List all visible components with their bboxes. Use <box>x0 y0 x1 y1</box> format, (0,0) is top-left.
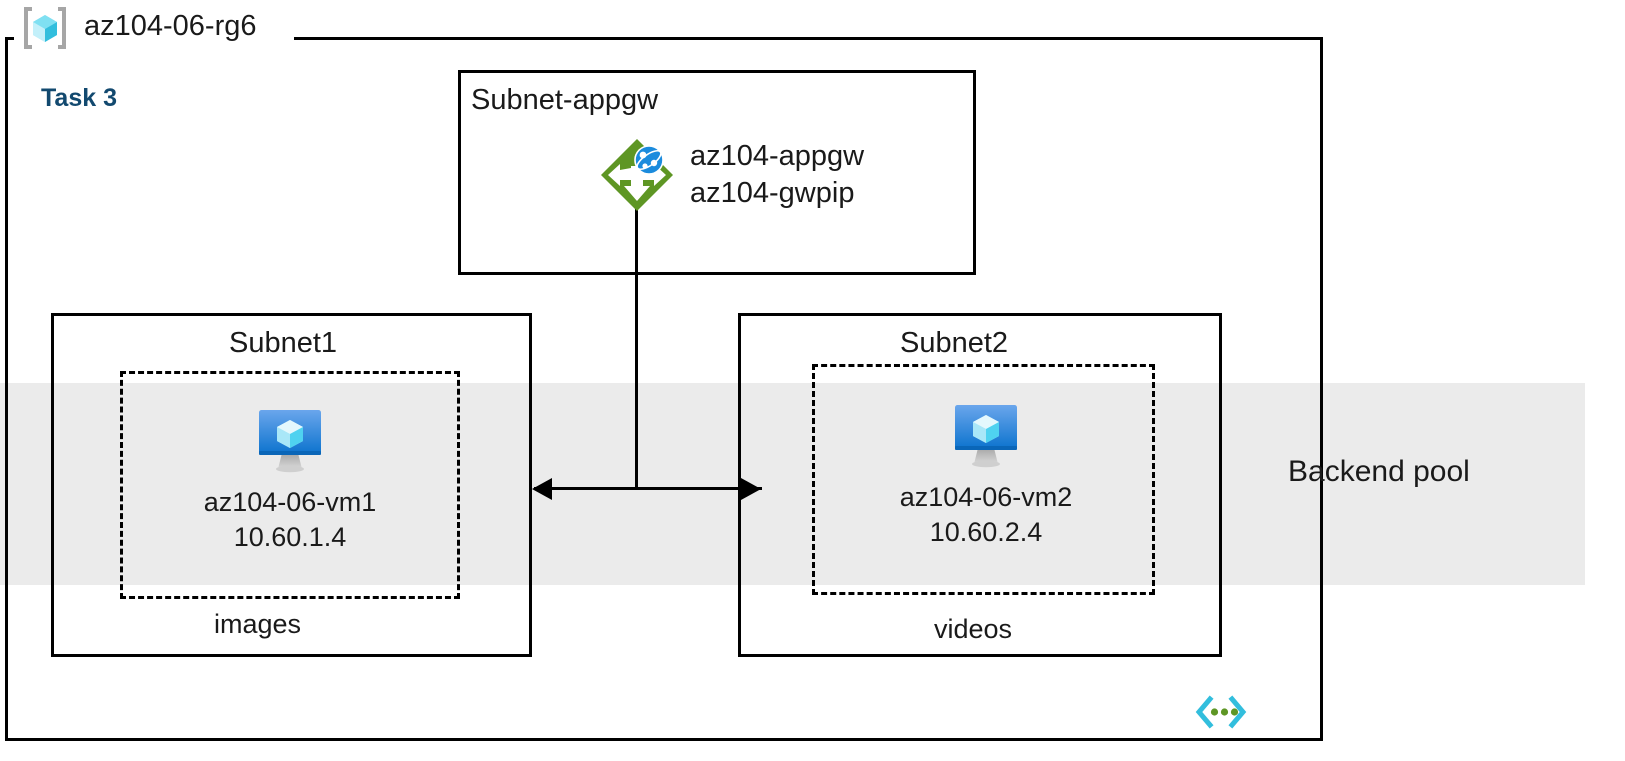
resource-group-header-mask <box>14 20 294 56</box>
subnet-appgw-box <box>458 70 976 275</box>
resource-group-cube-icon <box>22 5 68 51</box>
subnet1-group-caption: images <box>214 609 302 639</box>
gateway-to-backend-connector <box>635 203 638 489</box>
virtual-machine-icon <box>948 398 1024 470</box>
vm1-ip-address: 10.60.1.4 <box>233 522 347 553</box>
resource-group-boundary <box>5 37 1323 741</box>
backend-pool-label: Backend pool <box>1288 455 1470 488</box>
application-gateway-node: az104-appgw az104-gwpip <box>598 136 864 214</box>
appgw-name-line-2: az104-gwpip <box>690 177 855 209</box>
arrowhead-right-icon <box>741 478 761 500</box>
subnet-appgw-title: Subnet-appgw <box>471 84 659 116</box>
application-gateway-labels: az104-appgw az104-gwpip <box>690 138 864 211</box>
vm2-name: az104-06-vm2 <box>899 482 1073 512</box>
vm-node-az104-06-vm1: az104-06-vm1 10.60.1.4 <box>172 403 408 555</box>
vm-node-az104-06-vm2: az104-06-vm2 10.60.2.4 <box>868 398 1104 550</box>
vm1-name: az104-06-vm1 <box>203 487 377 517</box>
subnet2-group-caption: videos <box>934 614 1013 644</box>
arrowhead-left-icon <box>532 478 552 500</box>
virtual-network-icon <box>1194 692 1248 732</box>
resource-group-name: az104-06-rg6 <box>84 10 257 42</box>
virtual-machine-icon <box>252 403 328 475</box>
vm2-ip-address: 10.60.2.4 <box>929 517 1043 548</box>
subnet2-box <box>738 313 1222 657</box>
subnet-interconnect-line <box>534 487 762 490</box>
appgw-name-line-1: az104-appgw <box>690 140 865 173</box>
task-label: Task 3 <box>41 84 117 112</box>
subnet2-vm-group-box <box>812 364 1155 595</box>
subnet1-vm-group-box <box>120 371 460 599</box>
subnet1-title: Subnet1 <box>229 327 338 359</box>
application-gateway-icon <box>598 136 676 214</box>
subnet1-box <box>51 313 532 657</box>
subnet2-title: Subnet2 <box>900 327 1009 359</box>
